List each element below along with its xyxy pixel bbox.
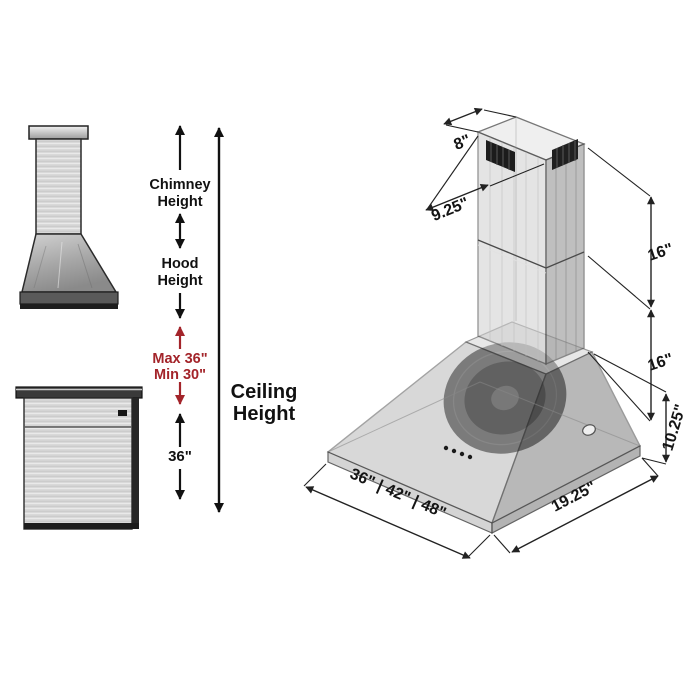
hood-body-height-label: 10.25" — [660, 402, 690, 453]
hood-lip — [19, 291, 119, 305]
dim-line-8 — [443, 107, 483, 126]
hood-height-label-line2: Height — [157, 273, 202, 289]
drawer-handle — [118, 410, 127, 416]
ceiling-height-label-line2: Height — [233, 403, 296, 425]
min-height-label: Min 30" — [154, 367, 206, 383]
chimney-cap — [28, 125, 89, 140]
hood-light — [582, 424, 596, 436]
hood-underside — [20, 304, 118, 309]
vent-grille-left — [486, 140, 515, 172]
vent-grille-right — [552, 139, 578, 170]
cabinet-body — [23, 397, 133, 530]
isometric-hood-illustration — [326, 116, 641, 534]
canopy-back-left-edge — [327, 381, 481, 453]
cabinet-side-illustration — [15, 386, 143, 530]
cabinet-kickboard — [24, 523, 139, 529]
chimney-height-label-line2: Height — [157, 194, 202, 210]
dim-line-1925 — [511, 475, 659, 553]
chimney-height-label-line1: Chimney — [149, 177, 210, 193]
cabinet-side-panel — [132, 398, 139, 529]
countertop-height-label: 36" — [168, 448, 192, 465]
right-dimension-lines — [303, 107, 670, 559]
chimney-seam-left — [477, 239, 547, 269]
hood-canopy — [21, 233, 118, 293]
countertop — [15, 386, 143, 399]
dim-line-925 — [425, 183, 489, 212]
chimney-duct — [35, 138, 82, 235]
wall-hood-side-illustration — [19, 125, 119, 309]
ceiling-height-label-line1: Ceiling — [231, 381, 298, 403]
canopy-back-right-edge — [479, 381, 641, 447]
chimney-top-width-label: 8" — [451, 132, 473, 154]
chimney-iso — [476, 116, 586, 366]
max-height-label: Max 36" — [152, 351, 207, 367]
chimney-seam-right — [545, 251, 585, 269]
dim-line-width — [305, 486, 471, 559]
chimney-top-depth-label: 9.25" — [429, 195, 471, 225]
hood-height-label-line1: Hood — [161, 256, 198, 272]
control-buttons — [443, 445, 473, 460]
left-dimension-labels: Chimney Height Hood Height Max 36" Min 3… — [149, 177, 297, 465]
